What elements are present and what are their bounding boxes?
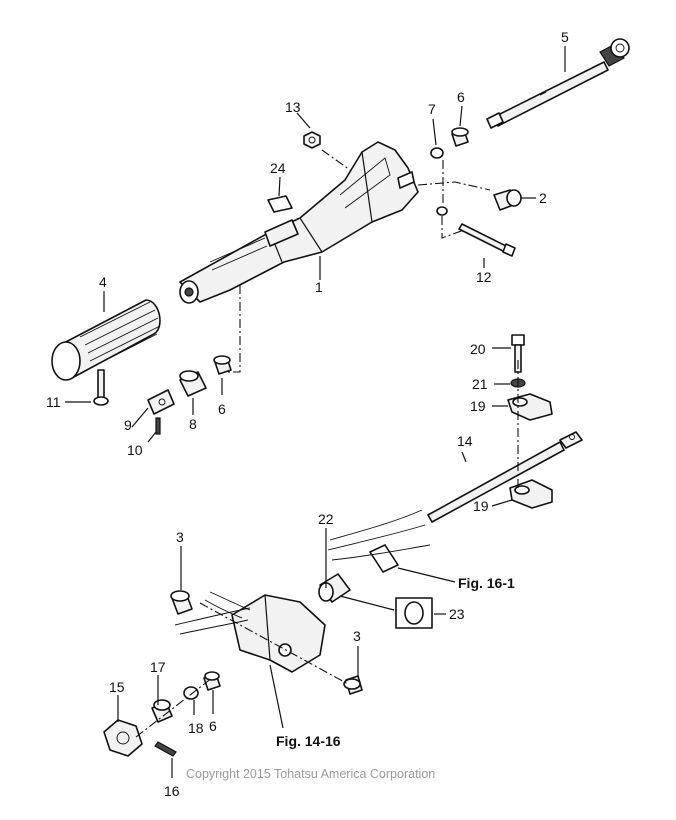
label-12: 12 xyxy=(476,269,492,285)
part-20-bolt xyxy=(511,334,525,373)
part-labels: 5 13 7 6 24 2 1 12 4 11 9 10 8 6 20 21 1… xyxy=(46,29,569,799)
label-10: 10 xyxy=(127,442,143,458)
label-22: 22 xyxy=(318,511,334,527)
part-15-knob xyxy=(103,719,143,757)
fig-16-1-bracket xyxy=(369,544,399,573)
label-7: 7 xyxy=(428,101,436,117)
part-3-bushing-right xyxy=(343,675,363,695)
part-7-washer xyxy=(430,147,444,159)
part-13-nut xyxy=(303,131,321,149)
fig-14-16-bracket xyxy=(231,594,326,673)
label-5: 5 xyxy=(561,29,569,45)
part-24-decal xyxy=(267,195,293,213)
part-10-pin xyxy=(155,417,161,435)
label-6-low: 6 xyxy=(209,718,217,734)
label-3-left: 3 xyxy=(176,529,184,545)
part-8-collar xyxy=(179,370,207,397)
label-11: 11 xyxy=(46,394,61,410)
label-14: 14 xyxy=(457,433,473,449)
label-20: 20 xyxy=(470,341,486,357)
part-19-clamp-lower xyxy=(509,479,553,509)
part-19-clamp-upper xyxy=(507,393,553,421)
part-9-block xyxy=(147,389,175,415)
part-12-bolt xyxy=(436,206,516,257)
part-6-bushing-mid xyxy=(213,355,232,375)
cable-lines xyxy=(174,509,431,635)
label-4: 4 xyxy=(99,274,107,290)
leader-lines xyxy=(65,46,566,778)
center-lines xyxy=(135,149,519,738)
label-17: 17 xyxy=(150,659,166,675)
label-8: 8 xyxy=(189,416,197,432)
label-21: 21 xyxy=(472,376,488,392)
label-19-bottom: 19 xyxy=(473,498,489,514)
part-4-grip xyxy=(51,299,161,381)
label-19-top: 19 xyxy=(470,398,486,414)
part-14-link-rod xyxy=(427,431,583,523)
label-24: 24 xyxy=(270,160,286,176)
part-16-pin xyxy=(154,741,177,757)
label-2: 2 xyxy=(539,190,547,206)
label-13: 13 xyxy=(285,99,301,115)
part-1-tiller-arm xyxy=(179,141,419,304)
part-23-ring xyxy=(395,597,433,629)
part-6-bushing-low xyxy=(203,671,221,691)
label-18: 18 xyxy=(188,720,204,736)
part-11-screw xyxy=(93,369,109,406)
label-3-right: 3 xyxy=(353,628,361,644)
label-16: 16 xyxy=(164,783,180,799)
label-1: 1 xyxy=(315,279,323,295)
part-3-bushing-left xyxy=(170,590,193,615)
fig-ref-16-1: Fig. 16-1 xyxy=(458,575,515,591)
label-15: 15 xyxy=(109,679,125,695)
label-6-mid: 6 xyxy=(218,401,226,417)
label-6-top: 6 xyxy=(457,89,465,105)
part-6-bushing-top xyxy=(451,127,469,147)
part-5-shift-rod xyxy=(486,38,630,129)
part-2-knob xyxy=(493,189,522,211)
label-23: 23 xyxy=(449,606,465,622)
copyright-text: Copyright 2015 Tohatsu America Corporati… xyxy=(186,767,435,781)
label-9: 9 xyxy=(124,417,132,433)
part-18-washer xyxy=(183,686,199,700)
fig-ref-14-16: Fig. 14-16 xyxy=(276,733,341,749)
